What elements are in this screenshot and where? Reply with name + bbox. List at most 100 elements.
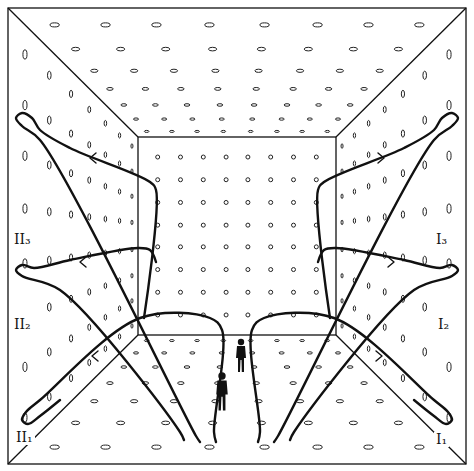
- wall-dot: [383, 289, 386, 295]
- back-wall-dot: [246, 313, 250, 317]
- wall-dot: [88, 359, 91, 365]
- back-wall-dot: [246, 155, 250, 159]
- ceiling-dot: [91, 69, 98, 72]
- floor-dot: [130, 400, 137, 403]
- wall-dot: [353, 306, 355, 311]
- wall-dot: [367, 120, 370, 126]
- back-wall-dot: [224, 268, 228, 272]
- ceiling-dot: [153, 104, 159, 107]
- floor-dot: [394, 421, 402, 425]
- floor-dot: [184, 366, 190, 369]
- floor-dot: [162, 352, 167, 354]
- wall-dot: [88, 106, 91, 112]
- ceiling-dot: [307, 118, 312, 120]
- floor-dot: [349, 421, 357, 425]
- ceiling-dot: [144, 130, 149, 132]
- ceiling-dot: [117, 47, 125, 51]
- back-wall-dot: [269, 155, 273, 159]
- back-wall-dot: [314, 155, 318, 159]
- wall-dot: [88, 289, 91, 295]
- back-wall-dot: [224, 290, 228, 294]
- wall-dot: [69, 90, 72, 97]
- back-wall-dot: [246, 200, 250, 204]
- wall-dot: [47, 256, 51, 264]
- ceiling-dot: [152, 23, 161, 27]
- back-wall-dot: [156, 155, 160, 159]
- flow-line: [274, 113, 458, 442]
- ceiling-dot: [142, 87, 148, 90]
- wall-dot: [104, 216, 107, 222]
- wall-dot: [353, 218, 355, 223]
- floor-dot: [376, 400, 383, 403]
- floor-dot: [347, 366, 353, 369]
- wall-dot: [447, 362, 451, 371]
- person-head: [218, 372, 225, 379]
- section-label: II₁: [14, 430, 35, 445]
- floor-dot: [275, 340, 280, 342]
- ceiling-dot: [361, 87, 367, 90]
- ceiling-dot: [71, 47, 79, 51]
- wall-dot: [118, 334, 120, 339]
- back-wall-dot: [269, 200, 273, 204]
- floor-dot: [178, 382, 184, 385]
- ceiling-dot: [121, 104, 127, 107]
- ceiling-dot: [170, 69, 177, 72]
- back-wall-dot: [178, 290, 182, 294]
- ceiling-dot: [170, 130, 175, 132]
- wall-dot: [367, 183, 370, 189]
- back-wall-dot: [201, 155, 205, 159]
- wall-dot: [47, 161, 51, 169]
- ceiling-dot: [376, 69, 383, 72]
- ceiling-dot: [162, 118, 167, 120]
- wall-dot: [341, 299, 343, 304]
- wall-dot: [23, 151, 27, 160]
- wall-dot: [353, 334, 355, 339]
- wall-dot: [353, 161, 355, 166]
- ceiling-dot: [336, 69, 343, 72]
- wall-dot: [88, 142, 91, 148]
- wall-dot: [23, 100, 27, 109]
- ceiling-dot: [255, 69, 262, 72]
- ceiling-dot: [296, 69, 303, 72]
- ceiling-dot: [251, 104, 257, 107]
- wall-dot: [131, 144, 133, 149]
- back-wall-dot: [292, 178, 296, 182]
- wall-dot: [69, 335, 72, 342]
- back-wall-dot: [292, 223, 296, 227]
- back-wall-dot: [224, 200, 228, 204]
- back-wall-dot: [224, 223, 228, 227]
- back-wall-dot: [269, 223, 273, 227]
- floor-dot: [101, 445, 110, 449]
- room-edge: [336, 335, 466, 464]
- back-wall-dot: [201, 245, 205, 249]
- floor-dot: [304, 421, 312, 425]
- floor-dot: [316, 366, 322, 369]
- back-wall-dot: [201, 268, 205, 272]
- ceiling-dot: [107, 87, 113, 90]
- ceiling-dot: [349, 47, 357, 51]
- ceiling-dot: [130, 69, 137, 72]
- room-edge: [8, 335, 138, 464]
- section-label: I₂: [436, 317, 451, 332]
- ceiling-dot: [219, 118, 224, 120]
- wall-dot: [69, 374, 72, 381]
- wall-dot: [383, 214, 386, 220]
- ceiling-dot: [217, 104, 223, 107]
- wall-dot: [104, 120, 107, 126]
- wall-dot: [423, 256, 427, 264]
- ceiling-dot: [257, 47, 265, 51]
- back-wall-dot: [292, 290, 296, 294]
- back-wall-dot: [224, 245, 228, 249]
- ceiling-dot: [248, 130, 253, 132]
- wall-dot: [23, 362, 27, 371]
- back-wall-dot: [224, 155, 228, 159]
- ceiling-dot: [195, 130, 200, 132]
- back-wall-dot: [178, 268, 182, 272]
- ceiling-dot: [304, 47, 312, 51]
- back-wall-dot: [314, 245, 318, 249]
- direction-mark: [378, 153, 384, 163]
- wall-dot: [341, 324, 343, 329]
- floor-dot: [152, 445, 161, 449]
- wall-dot: [47, 71, 51, 79]
- room-edge: [336, 8, 466, 137]
